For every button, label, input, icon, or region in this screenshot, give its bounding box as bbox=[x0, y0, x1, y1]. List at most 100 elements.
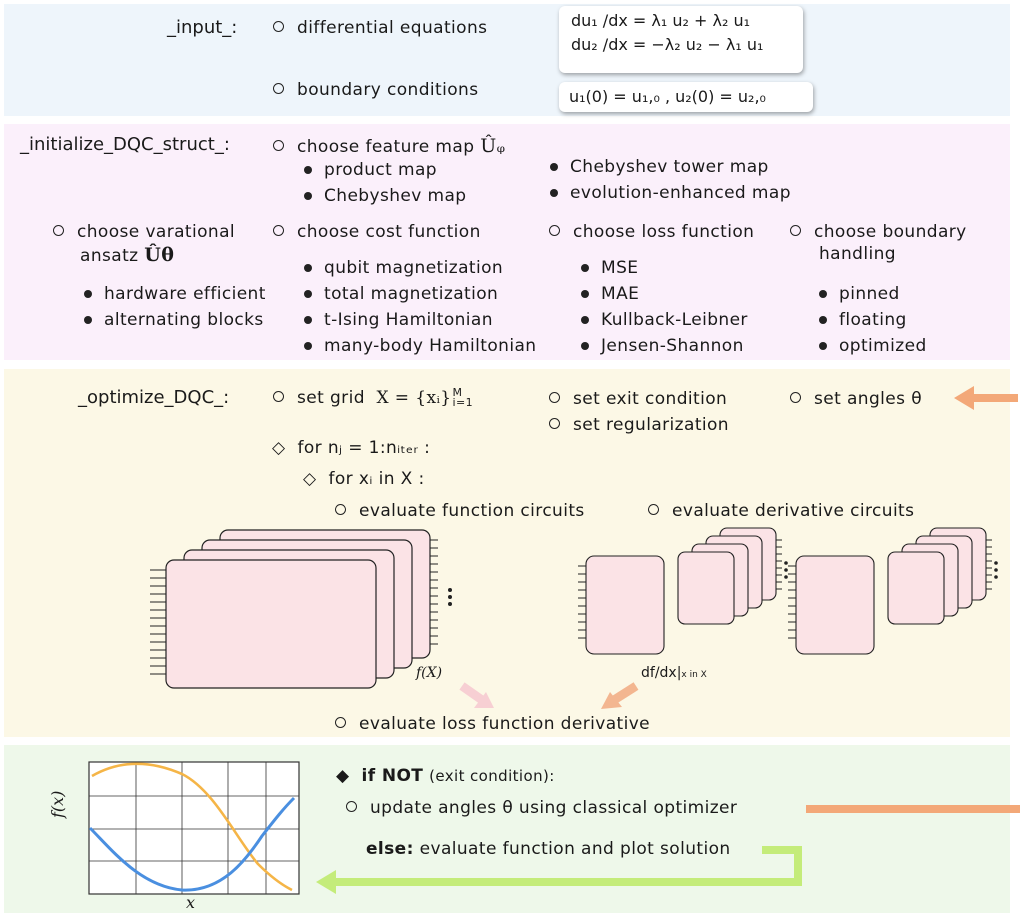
update-loop-arrow bbox=[806, 805, 1020, 813]
else-text: evaluate function and plot solution bbox=[419, 839, 731, 859]
fx-to-loss-arrow bbox=[459, 682, 494, 708]
fx-label: f(X) bbox=[416, 665, 443, 681]
update-label: update angles θ using classical optimize… bbox=[370, 798, 738, 818]
bc-equation-box: u₁(0) = u₁,₀ , u₂(0) = u₂,₀ bbox=[559, 82, 813, 112]
diamond-outline-icon: ◇ bbox=[272, 438, 286, 458]
circuit-card bbox=[795, 555, 875, 655]
boundary-option-label: optimized bbox=[839, 336, 927, 356]
angles-item: set angles θ bbox=[790, 389, 922, 409]
circle-bullet-icon bbox=[53, 225, 64, 236]
loss-option: MSE bbox=[581, 258, 638, 278]
cost-option: t-Ising Hamiltonian bbox=[304, 310, 493, 330]
loss-option: Jensen-Shannon bbox=[581, 336, 744, 356]
reg-label: set regularization bbox=[573, 415, 729, 435]
diff-eq-label: differential equations bbox=[297, 18, 488, 38]
ansatz-symbol: Ûθ bbox=[144, 244, 175, 266]
boundary-item-line2: handling bbox=[819, 244, 896, 264]
angles-label: set angles θ bbox=[814, 389, 923, 409]
dfdx-main: df/dx| bbox=[641, 665, 682, 681]
cost-label: choose cost function bbox=[297, 222, 481, 242]
boundary-option: floating bbox=[819, 310, 907, 330]
ellipsis-icon bbox=[448, 588, 452, 606]
loss-option: Kullback-Leibner bbox=[581, 310, 748, 330]
loss-option-label: Kullback-Leibner bbox=[601, 310, 748, 330]
circuit-card bbox=[585, 555, 665, 655]
circle-bullet-icon bbox=[346, 801, 357, 812]
ansatz-item-line2: ansatz Ûθ bbox=[80, 244, 174, 266]
ansatz-option-label: alternating blocks bbox=[104, 310, 264, 330]
input-panel bbox=[4, 4, 1010, 116]
else-label: else: bbox=[366, 839, 414, 859]
loss-option-label: Jensen-Shannon bbox=[601, 336, 744, 356]
boundary-label-2: handling bbox=[819, 244, 896, 264]
dot-bullet-icon bbox=[84, 316, 92, 324]
initialize-panel bbox=[4, 124, 1010, 360]
loss-option: MAE bbox=[581, 284, 639, 304]
circle-bullet-icon bbox=[648, 504, 659, 515]
dot-bullet-icon bbox=[819, 290, 827, 298]
equation-1: du₁ /dx = λ₁ u₂ + λ₂ u₁ bbox=[571, 11, 751, 30]
circle-bullet-icon bbox=[335, 504, 346, 515]
circle-bullet-icon bbox=[273, 225, 284, 236]
solution-plot bbox=[88, 761, 300, 895]
input-section-label: _input_: bbox=[167, 17, 238, 38]
function-circuits-stack bbox=[150, 529, 452, 689]
grid-expression: X = {xᵢ} bbox=[376, 388, 452, 408]
circuit-card bbox=[887, 551, 945, 625]
feature-map-symbol: Ûᵩ bbox=[480, 135, 506, 157]
boundary-option-label: floating bbox=[839, 310, 907, 330]
circle-bullet-icon bbox=[273, 140, 284, 151]
exit-item: set exit condition bbox=[549, 389, 727, 409]
circle-bullet-icon bbox=[335, 717, 346, 728]
boundary-item: choose boundary bbox=[790, 222, 967, 242]
ellipsis-icon bbox=[994, 561, 998, 579]
cost-option-label: many-body Hamiltonian bbox=[324, 336, 537, 356]
eval-func-item: evaluate function circuits bbox=[335, 501, 585, 521]
dot-bullet-icon bbox=[304, 290, 312, 298]
circle-bullet-icon bbox=[273, 391, 284, 402]
dot-bullet-icon bbox=[581, 316, 589, 324]
map-item: product map bbox=[304, 160, 437, 180]
else-item: else: evaluate function and plot solutio… bbox=[366, 839, 731, 859]
ansatz-option: hardware efficient bbox=[84, 284, 266, 304]
boundary-option-label: pinned bbox=[839, 284, 900, 304]
bc-item: boundary conditions bbox=[273, 80, 478, 100]
plot-xlabel: x bbox=[186, 893, 196, 912]
ellipsis-icon bbox=[784, 561, 788, 579]
boundary-option: optimized bbox=[819, 336, 927, 356]
if-label: if NOT bbox=[361, 766, 424, 786]
exit-label: set exit condition bbox=[573, 389, 728, 409]
dot-bullet-icon bbox=[581, 264, 589, 272]
dot-bullet-icon bbox=[304, 342, 312, 350]
map-item: Chebyshev tower map bbox=[550, 157, 769, 177]
circle-bullet-icon bbox=[790, 392, 801, 403]
dot-bullet-icon bbox=[304, 316, 312, 324]
cost-item: choose cost function bbox=[273, 222, 481, 242]
boundary-label: choose boundary bbox=[814, 222, 967, 242]
dot-bullet-icon bbox=[550, 163, 558, 171]
grid-sup: M bbox=[452, 386, 463, 399]
diamond-filled-icon: ◆ bbox=[336, 766, 350, 786]
ansatz-item: choose varational bbox=[53, 222, 235, 242]
dot-bullet-icon bbox=[581, 290, 589, 298]
ansatz-option-label: hardware efficient bbox=[104, 284, 266, 304]
outer-loop-label: for nⱼ = 1:nᵢₜₑᵣ : bbox=[297, 438, 431, 458]
eval-deriv-item: evaluate derivative circuits bbox=[648, 501, 914, 521]
cost-option-label: t-Ising Hamiltonian bbox=[324, 310, 493, 330]
dfdx-label: df/dx|x in X bbox=[641, 665, 707, 681]
dfdx-sub: x in X bbox=[681, 670, 707, 680]
solution-curve-u2 bbox=[88, 796, 296, 892]
dot-bullet-icon bbox=[304, 264, 312, 272]
map-item: Chebyshev map bbox=[304, 186, 466, 206]
circuit-card bbox=[677, 551, 735, 625]
dot-bullet-icon bbox=[819, 316, 827, 324]
loss-option-label: MAE bbox=[601, 284, 640, 304]
eval-loss-item: evaluate loss function derivative bbox=[335, 714, 650, 734]
ansatz-option: alternating blocks bbox=[84, 310, 264, 330]
ansatz-label-2: ansatz bbox=[80, 246, 139, 266]
cost-option-label: qubit magnetization bbox=[324, 258, 504, 278]
opt-section-label: _optimize_DQC_: bbox=[78, 387, 230, 408]
map-item: evolution-enhanced map bbox=[550, 183, 791, 203]
eval-func-label: evaluate function circuits bbox=[359, 501, 585, 521]
